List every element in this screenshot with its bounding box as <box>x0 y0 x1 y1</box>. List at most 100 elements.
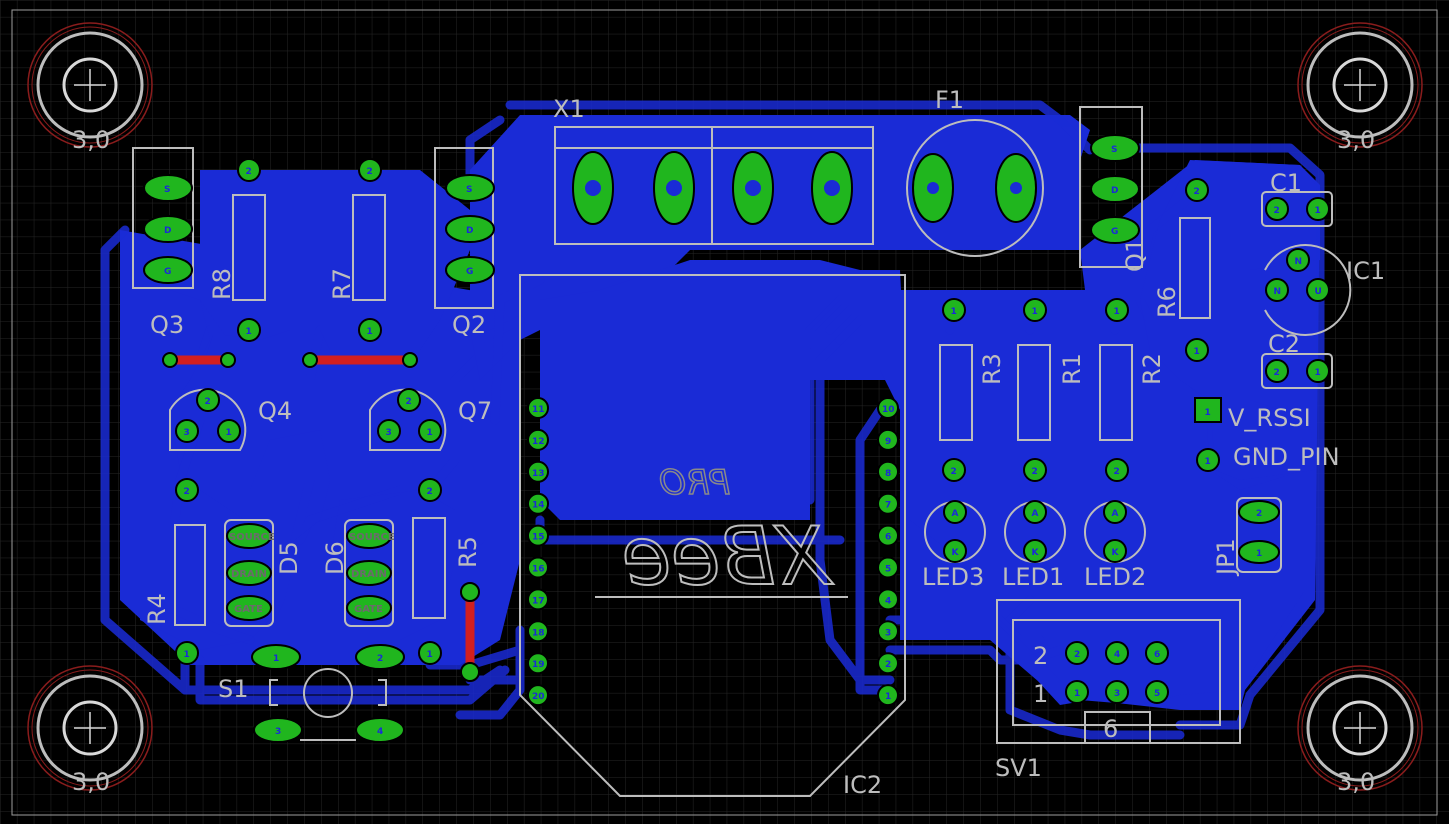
sv1-pin-pad <box>1065 641 1089 665</box>
ic2-pin-pad <box>877 428 899 451</box>
pad-label: G <box>1111 227 1118 237</box>
ic2-pin-label: 3 <box>885 628 891 638</box>
q1-pads: S D G <box>1090 134 1140 244</box>
hole-size-label: 3,0 <box>1337 768 1375 796</box>
c2-label: C2 <box>1268 330 1300 358</box>
jp1-pads: 2 1 <box>1238 500 1280 564</box>
d5-label: D5 <box>275 541 303 575</box>
mounting-hole-top-right: 3,0 <box>1297 22 1423 154</box>
r6-label: R6 <box>1153 286 1181 318</box>
pad-label: 3 <box>184 428 190 438</box>
pad-label: K <box>1032 548 1040 558</box>
pad-label: 3 <box>750 185 756 195</box>
ic2-pin-label: 19 <box>532 660 545 670</box>
pad-label: 2 <box>951 467 957 477</box>
pad-label: 2 <box>406 397 412 407</box>
ic2-pin-pad <box>527 620 549 643</box>
pad-label: 2 <box>367 167 373 177</box>
pad-label: K <box>952 548 960 558</box>
ic2-pin-label: 1 <box>885 692 891 702</box>
ic2-pin-label: 14 <box>532 501 545 511</box>
q4-label: Q4 <box>258 397 292 425</box>
pad-label: D <box>466 226 473 236</box>
sv1-row-label-2: 2 <box>1033 642 1048 670</box>
pad-label: N <box>1274 287 1282 297</box>
pad-label: 2 <box>184 487 190 497</box>
pad-label: 2 <box>205 397 211 407</box>
ic2-pin-pad <box>877 524 899 547</box>
pad-label: 1 <box>273 654 279 664</box>
pad-label: 2 <box>1114 467 1120 477</box>
sv1-row-label-1: 1 <box>1033 680 1048 708</box>
q7-label: Q7 <box>458 397 492 425</box>
pad-label: S <box>164 185 170 195</box>
q1-label: Q1 <box>1121 238 1149 272</box>
sv1-pin-pad <box>1065 680 1089 704</box>
sv1-pin-label: 1 <box>1074 689 1080 699</box>
pad-label: D <box>1111 186 1118 196</box>
pad-label: U <box>1315 287 1322 297</box>
pad-label: 1 <box>226 428 232 438</box>
pad-label: 1 <box>590 185 596 195</box>
f1-label: F1 <box>935 86 964 114</box>
ic2-pin-label: 11 <box>532 405 545 415</box>
led2-label: LED2 <box>1084 563 1146 591</box>
pad-label: 4 <box>377 727 383 737</box>
pad-label: K <box>1112 548 1120 558</box>
v-rssi-square-pad <box>1194 397 1222 423</box>
ic1-label: IC1 <box>1346 257 1385 285</box>
ic2-pin-pad <box>877 588 899 611</box>
hole-size-label: 3,0 <box>72 126 110 154</box>
ic2-pin-label: 15 <box>532 533 545 543</box>
r3-label: R3 <box>978 353 1006 385</box>
ic2-pin-pad <box>527 428 549 451</box>
pad-label: 1 <box>1194 347 1200 357</box>
ic2-pin-pad <box>527 524 549 547</box>
pad-label: 1 <box>1205 457 1211 467</box>
ic2-pin-pad <box>877 620 899 643</box>
x1-label: X1 <box>553 95 585 123</box>
round-pads <box>162 158 1330 682</box>
sv1-pin-pad <box>1145 641 1169 665</box>
mounting-hole-bottom-left: 3,0 <box>27 665 153 796</box>
ic2-pin-pad <box>527 588 549 611</box>
pad-label: GATE <box>354 604 383 615</box>
ic2-pin-pad <box>877 556 899 579</box>
d6-label: D6 <box>321 541 349 575</box>
pad-label: A <box>1112 509 1119 519</box>
ic2-pin-pad <box>877 684 899 707</box>
ic2-pin-label: 17 <box>532 596 545 606</box>
r4-label: R4 <box>143 593 171 625</box>
ic2-pin-label: 18 <box>532 628 545 638</box>
sv1-pin-pad <box>1105 680 1129 704</box>
ic2-pin-label: 12 <box>532 437 545 447</box>
hole-size-label: 3,0 <box>72 768 110 796</box>
pad-label: 2 <box>671 185 677 195</box>
ic2-pin-pad <box>527 556 549 579</box>
pad-label: DRAIN <box>231 569 267 580</box>
r5-label: R5 <box>454 536 482 568</box>
pad-label: 1 <box>1315 206 1321 216</box>
pad-label: 1 <box>1205 408 1211 418</box>
sv1-pin-label: 5 <box>1154 689 1160 699</box>
designator-labels: X1 F1 Q3 Q2 Q4 Q7 IC1 C1 C2 V_RSSI GND_P… <box>143 86 1385 799</box>
pad-label: 4 <box>829 185 835 195</box>
pad-label: DRAIN <box>351 569 387 580</box>
pad-label: GATE <box>234 604 263 615</box>
pad-label: 1 <box>1032 307 1038 317</box>
xbee-pro-text: PRO <box>659 463 730 503</box>
ic2-pin-pad <box>877 652 899 675</box>
ic2-pin-label: 16 <box>532 565 545 575</box>
x1-terminal-pads: 1 2 3 4 <box>572 151 853 225</box>
q3-label: Q3 <box>150 311 184 339</box>
ic2-pin-label: 2 <box>885 660 891 670</box>
ic2-pin-label: 6 <box>885 533 891 543</box>
pad-label: 2 <box>1274 368 1280 378</box>
ic2-pin-pad <box>527 460 549 483</box>
sv1-pin-label: 2 <box>1074 650 1080 660</box>
pad-label: G <box>466 267 473 277</box>
r1-label: R1 <box>1058 353 1086 385</box>
